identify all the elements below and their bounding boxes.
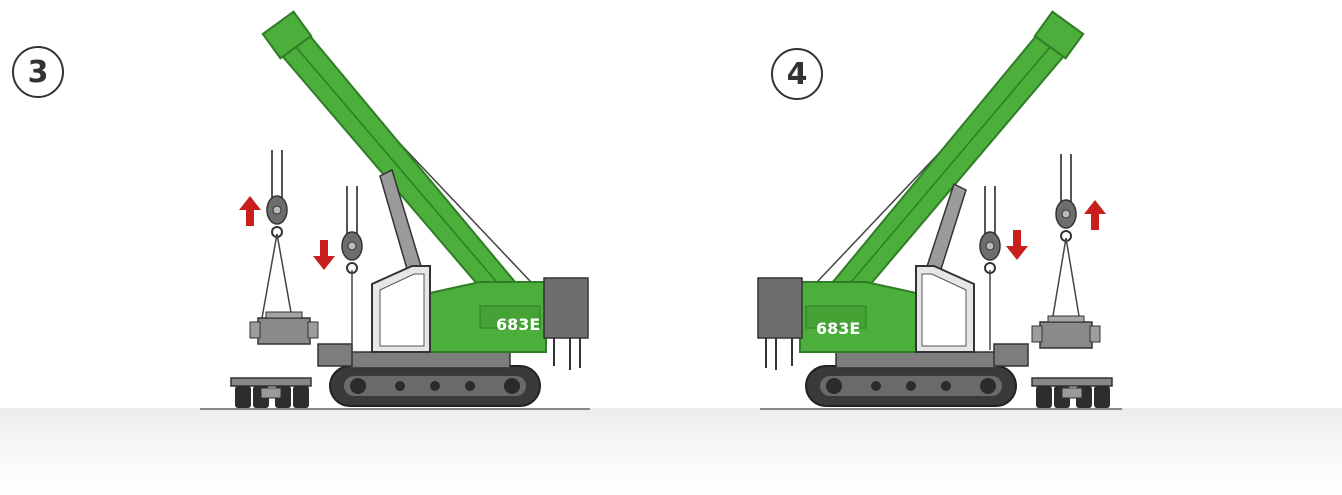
crane-body — [758, 266, 1028, 406]
scene-step-4: 683E — [758, 12, 1122, 409]
hook-block-icon — [342, 186, 362, 273]
crane-boom — [818, 12, 1083, 306]
arrow-up-icon — [1084, 200, 1106, 230]
crane-boom — [263, 12, 530, 306]
crane-model-label: 683E — [816, 319, 860, 338]
crane-body: 683E — [318, 266, 588, 406]
arrow-down-icon — [1006, 230, 1028, 260]
counterweight-load — [1032, 316, 1100, 348]
scene-step-3: 683E — [200, 12, 590, 409]
arrow-up-icon — [239, 196, 261, 226]
counterweight-load — [250, 312, 318, 344]
crane-model-label: 683E — [496, 315, 540, 334]
trailer — [1032, 378, 1112, 408]
arrow-down-icon — [313, 240, 335, 270]
hook-block-icon — [1056, 154, 1076, 241]
hook-block-icon — [980, 186, 1000, 273]
trailer — [231, 378, 311, 408]
hook-block-icon — [267, 150, 287, 237]
